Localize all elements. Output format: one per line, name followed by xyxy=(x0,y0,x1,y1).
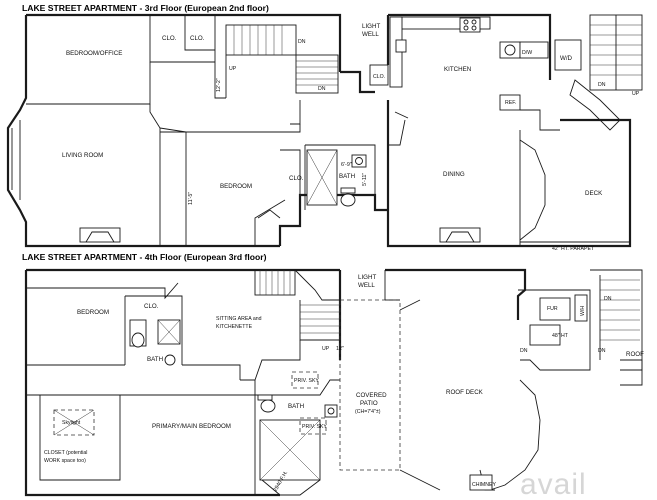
clo-label: CLO. xyxy=(162,35,177,42)
bath-label: BATH xyxy=(288,403,304,410)
clo-label: CLO. xyxy=(190,35,205,42)
floor3-plan: BEDROOM/OFFICE CLO. CLO. LIVING ROOM BED… xyxy=(6,13,643,252)
skylight-label: PRIV. SKY xyxy=(302,424,327,430)
stair-dn-label: DN xyxy=(598,348,606,354)
living-room-label: LIVING ROOM xyxy=(62,152,103,159)
clo-label: CLO. xyxy=(373,74,385,80)
parapet-label: 42" HT. PARAPET xyxy=(552,246,595,252)
bath-label: BATH xyxy=(339,173,355,180)
floor4-plan: BEDROOM CLO. BATH SITTING AREA and KITCH… xyxy=(24,268,644,497)
height-label: 48" HT xyxy=(552,333,569,339)
watermark-logo: avail xyxy=(520,468,587,500)
bedroom-office-label: BEDROOM/OFFICE xyxy=(66,50,122,57)
skylight-label: Skylight xyxy=(62,420,81,426)
chimney-label: CHIMNEY xyxy=(472,482,496,488)
floor4-title: LAKE STREET APARTMENT - 4th Floor (Europ… xyxy=(22,252,267,262)
stair-up-label: UP xyxy=(322,346,330,352)
stair-dn-label: DN xyxy=(598,82,606,88)
dimension-label: 12" xyxy=(336,346,344,352)
bath-label: BATH xyxy=(147,356,163,363)
closet-label: WORK space too) xyxy=(44,458,86,464)
roof-deck-label: ROOF DECK xyxy=(446,389,484,396)
stair-dn-label: DN xyxy=(298,39,306,45)
primary-bedroom-label: PRIMARY/MAIN BEDROOM xyxy=(152,423,231,430)
light-well-label: LIGHT xyxy=(358,274,376,281)
clo-label: CLO. xyxy=(289,175,304,182)
closet-label: CLOSET (potential xyxy=(44,450,87,456)
dimension-label: 12'-2" xyxy=(216,78,222,92)
bedroom-label: BEDROOM xyxy=(77,309,109,316)
roof-label: ROOF xyxy=(626,351,644,358)
wh-label: W/H xyxy=(580,306,586,316)
floor3-title: LAKE STREET APARTMENT - 3rd Floor (Europ… xyxy=(22,3,269,13)
light-well-label: WELL xyxy=(362,31,379,38)
covered-patio-label: (CH=7'4"±) xyxy=(355,409,381,415)
covered-patio-label: COVERED xyxy=(356,392,387,399)
dimension-label: 5'-11" xyxy=(362,173,368,186)
deck-label: DECK xyxy=(585,190,603,197)
light-well-label: LIGHT xyxy=(362,23,380,30)
light-well-label: WELL xyxy=(358,282,375,289)
dw-label: D/W xyxy=(522,50,532,56)
kitchen-label: KITCHEN xyxy=(444,66,471,73)
dimension-label: 11'-5" xyxy=(188,192,194,205)
fur-label: FUR xyxy=(547,306,558,312)
stair-dn-label: DN xyxy=(520,348,528,354)
skylight-label: PRIV. SKY xyxy=(294,378,319,384)
stair-dn-label: DN xyxy=(604,296,612,302)
stair-dn-label: DN xyxy=(318,86,326,92)
bedroom-label: BEDROOM xyxy=(220,183,252,190)
ref-label: REF. xyxy=(505,100,516,106)
stair-up-label: UP xyxy=(632,91,640,97)
covered-patio-label: PATIO xyxy=(360,400,378,407)
dimension-label: 6'-9" xyxy=(341,162,352,168)
stair-up-label: UP xyxy=(229,66,237,72)
kitchenette-label: KITCHENETTE xyxy=(216,324,253,330)
sitting-area-label: SITTING AREA and xyxy=(216,316,262,322)
wd-label: W/D xyxy=(560,55,573,62)
clo-label: CLO. xyxy=(144,303,159,310)
dining-label: DINING xyxy=(443,171,465,178)
